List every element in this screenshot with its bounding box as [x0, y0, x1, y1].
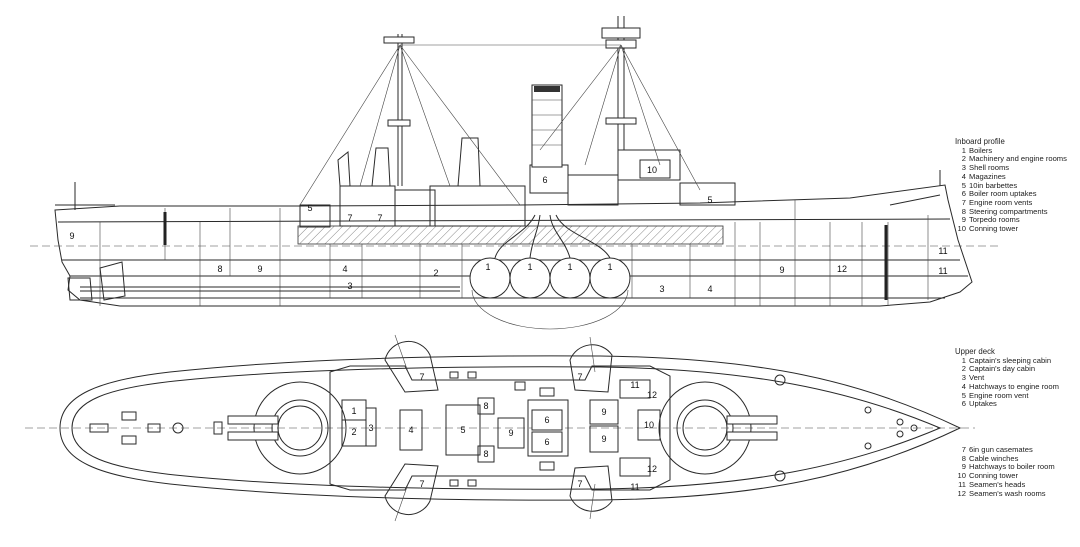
deck-label: 11: [630, 380, 639, 390]
turrets: [227, 381, 778, 475]
profile-label: 7: [347, 213, 352, 223]
deck-label: 7: [419, 479, 424, 489]
deck-label: 9: [601, 407, 606, 417]
deck-labels: 7 7 7 7 1 2 3 4 5 8 8 9 6 6 9 9 10 11 11…: [351, 372, 657, 492]
deck-label: 10: [644, 420, 654, 430]
deck-fittings: [89, 371, 918, 487]
profile-label: 9: [779, 265, 784, 275]
deck-label: 7: [577, 479, 582, 489]
armour-belt: [297, 225, 724, 245]
deck-label: 7: [577, 372, 582, 382]
profile-label: 8: [217, 264, 222, 274]
deck-label: 9: [601, 434, 606, 444]
deck-label: 2: [351, 427, 356, 437]
deck-label: 6: [544, 415, 549, 425]
deck-label: 8: [483, 449, 488, 459]
inboard-profile-drawing: 9 5 7 7 6 10 5 8 9 4 2 1 1 1 1 3 4 9 12 …: [30, 16, 1000, 330]
deck-label: 11: [630, 482, 639, 492]
legend-title: Upper deck: [955, 347, 995, 356]
masts: [299, 16, 701, 206]
superstructure: [299, 137, 736, 228]
profile-label: 1: [607, 262, 612, 272]
deck-label: 12: [647, 464, 657, 474]
profile-label: 4: [707, 284, 712, 294]
deck-label: 9: [508, 428, 513, 438]
profile-label: 9: [69, 231, 74, 241]
deck-label: 8: [483, 401, 488, 411]
deck-label: 5: [460, 425, 465, 435]
profile-label: 11: [938, 266, 947, 276]
profile-label: 12: [837, 264, 847, 274]
deck-label: 4: [408, 425, 413, 435]
profile-label: 1: [567, 262, 572, 272]
legend-title: Inboard profile: [955, 137, 1005, 146]
profile-label: 3: [659, 284, 664, 294]
deck-label: 12: [647, 390, 657, 400]
boilers: [469, 257, 631, 330]
deck-label: 1: [351, 406, 356, 416]
upper-deck-plan-drawing: 7 7 7 7 1 2 3 4 5 8 8 9 6 6 9 9 10 11 11…: [25, 334, 975, 522]
profile-label: 1: [527, 262, 532, 272]
profile-label: 1: [485, 262, 490, 272]
deck-outline: [59, 355, 962, 501]
deck-label: 6: [544, 437, 549, 447]
profile-label: 11: [938, 246, 947, 256]
uptakes: [494, 214, 611, 259]
funnel: [531, 84, 563, 168]
profile-label: 10: [647, 165, 657, 175]
profile-label: 4: [342, 264, 347, 274]
profile-label: 3: [347, 281, 352, 291]
profile-label: 6: [542, 175, 547, 185]
profile-label: 7: [377, 213, 382, 223]
profile-labels: 9 5 7 7 6 10 5 8 9 4 2 1 1 1 1 3 4 9 12 …: [69, 165, 947, 294]
deck-label: 7: [419, 372, 424, 382]
profile-label: 9: [257, 264, 262, 274]
profile-label: 5: [307, 203, 312, 213]
profile-label: 5: [707, 195, 712, 205]
profile-label: 2: [433, 268, 438, 278]
deck-label: 3: [368, 423, 373, 433]
casemates: [384, 334, 613, 522]
